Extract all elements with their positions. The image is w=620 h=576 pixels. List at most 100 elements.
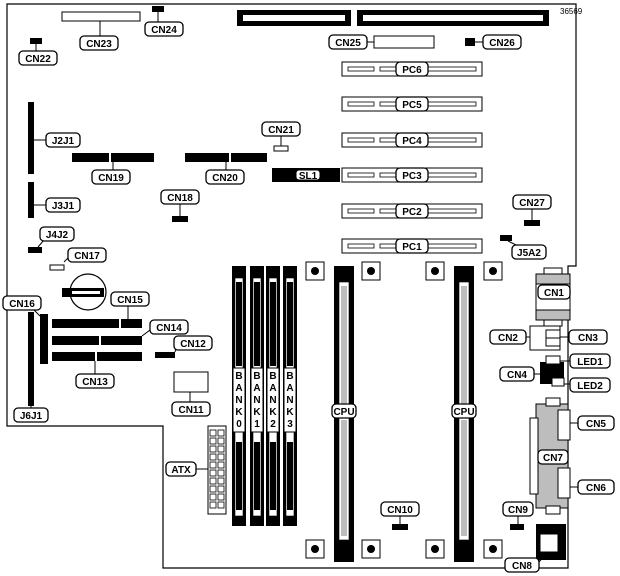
cn6-callout: CN6 [570,479,615,495]
cn11-connector [173,371,209,402]
cn22-callout: CN22 [18,50,58,66]
svg-text:N: N [235,395,242,406]
cn13-connector [52,352,142,374]
cn5-callout: CN5 [570,415,615,431]
cn14-connector [52,329,151,345]
svg-text:CN24: CN24 [151,25,177,36]
svg-text:3: 3 [287,419,293,430]
pci-slot-pc5: PC5 [341,96,483,112]
cn16-callout: CN16 [2,295,42,317]
j6j1-connector [28,312,34,408]
cn1-callout: CN1 [537,284,571,300]
svg-text:N: N [286,395,293,406]
led2-callout: LED2 [564,377,611,393]
svg-text:CN21: CN21 [268,125,294,136]
memory-bank-1: B A N K 1 [250,266,264,526]
svg-text:CN5: CN5 [586,419,606,430]
svg-text:B: B [286,371,293,382]
cn23-callout: CN23 [79,21,119,51]
svg-text:CN13: CN13 [82,377,108,388]
svg-text:LED2: LED2 [577,381,603,392]
svg-text:K: K [235,407,243,418]
cn2-cn3-connector [529,325,561,351]
svg-text:A: A [269,383,276,394]
svg-text:CN1: CN1 [544,288,564,299]
svg-text:LED1: LED1 [577,357,603,368]
cn11-callout: CN11 [171,401,211,417]
svg-text:CN22: CN22 [25,54,51,65]
svg-text:B: B [235,371,242,382]
svg-text:CN18: CN18 [167,193,193,204]
svg-text:CN23: CN23 [86,39,112,50]
svg-text:2: 2 [270,419,276,430]
cn9-callout: CN9 [502,501,534,524]
cn15-connector [52,306,142,328]
cn24-callout: CN24 [144,21,184,37]
cn8-callout: CN8 [504,555,545,573]
svg-text:CN25: CN25 [335,38,361,49]
atx-connector [194,425,227,515]
svg-text:N: N [253,395,260,406]
led1-callout: LED1 [560,353,611,369]
cpu-slot-1: CPU [305,261,381,562]
svg-text:CN3: CN3 [578,333,598,344]
svg-text:K: K [269,407,277,418]
svg-text:J6J1: J6J1 [20,411,43,422]
svg-text:CN2: CN2 [498,333,518,344]
pci-slot-pc1: PC1 [341,238,483,254]
cn25-callout: CN25 [328,34,374,50]
cn4-callout: CN4 [499,366,540,382]
cn24-connector [152,6,164,22]
svg-text:CN8: CN8 [512,561,532,572]
cn26-callout: CN26 [482,34,522,50]
svg-text:1: 1 [254,419,260,430]
svg-text:CN14: CN14 [156,323,182,334]
svg-text:CN11: CN11 [178,405,203,416]
cn21-callout: CN21 [261,121,301,146]
cn2-callout: CN2 [489,329,530,345]
pci-slot-pc6: PC6 [341,61,483,77]
svg-text:K: K [253,407,261,418]
svg-text:PC2: PC2 [402,207,422,218]
pci-slot-pc4: PC4 [341,132,483,148]
svg-text:ATX: ATX [171,465,191,476]
svg-text:CN20: CN20 [212,173,238,184]
svg-text:J4J2: J4J2 [46,230,69,241]
cn10-callout: CN10 [380,501,420,524]
j2j1-connector [28,102,46,174]
svg-text:0: 0 [236,419,242,430]
svg-text:K: K [286,407,294,418]
svg-text:CN12: CN12 [180,339,206,350]
j3j1-callout: J3J1 [45,197,81,213]
cn23-connector [61,11,141,22]
svg-text:A: A [286,383,293,394]
isa-slot-left [237,10,351,26]
cn9-connector [510,524,524,530]
memory-bank-3: B A N K 3 [283,266,297,526]
j3j1-connector [28,182,46,218]
svg-text:CN10: CN10 [387,505,413,516]
svg-text:J2J1: J2J1 [52,136,75,147]
cn7-callout: CN7 [537,449,569,465]
svg-text:PC1: PC1 [402,242,422,253]
cn3-callout: CN3 [560,329,608,345]
j5a2-connector [500,235,517,246]
svg-text:CN9: CN9 [508,505,528,516]
cn18-callout: CN18 [160,189,200,216]
memory-bank-0: B A N K 0 [232,266,246,526]
svg-text:PC6: PC6 [402,65,422,76]
cn19-callout: CN19 [91,169,131,185]
svg-text:B: B [269,371,276,382]
svg-text:N: N [269,395,276,406]
j6j1-callout: J6J1 [13,407,49,423]
pci-slot-pc2: PC2 [341,203,483,219]
svg-text:CN26: CN26 [489,38,515,49]
cn17-callout: CN17 [67,247,107,263]
cn14-callout: CN14 [149,319,189,335]
cn22-connector [30,38,42,51]
svg-text:PC5: PC5 [402,100,422,111]
cn12-callout: CN12 [173,335,213,351]
svg-text:B: B [253,371,260,382]
cn26-connector [465,38,483,46]
